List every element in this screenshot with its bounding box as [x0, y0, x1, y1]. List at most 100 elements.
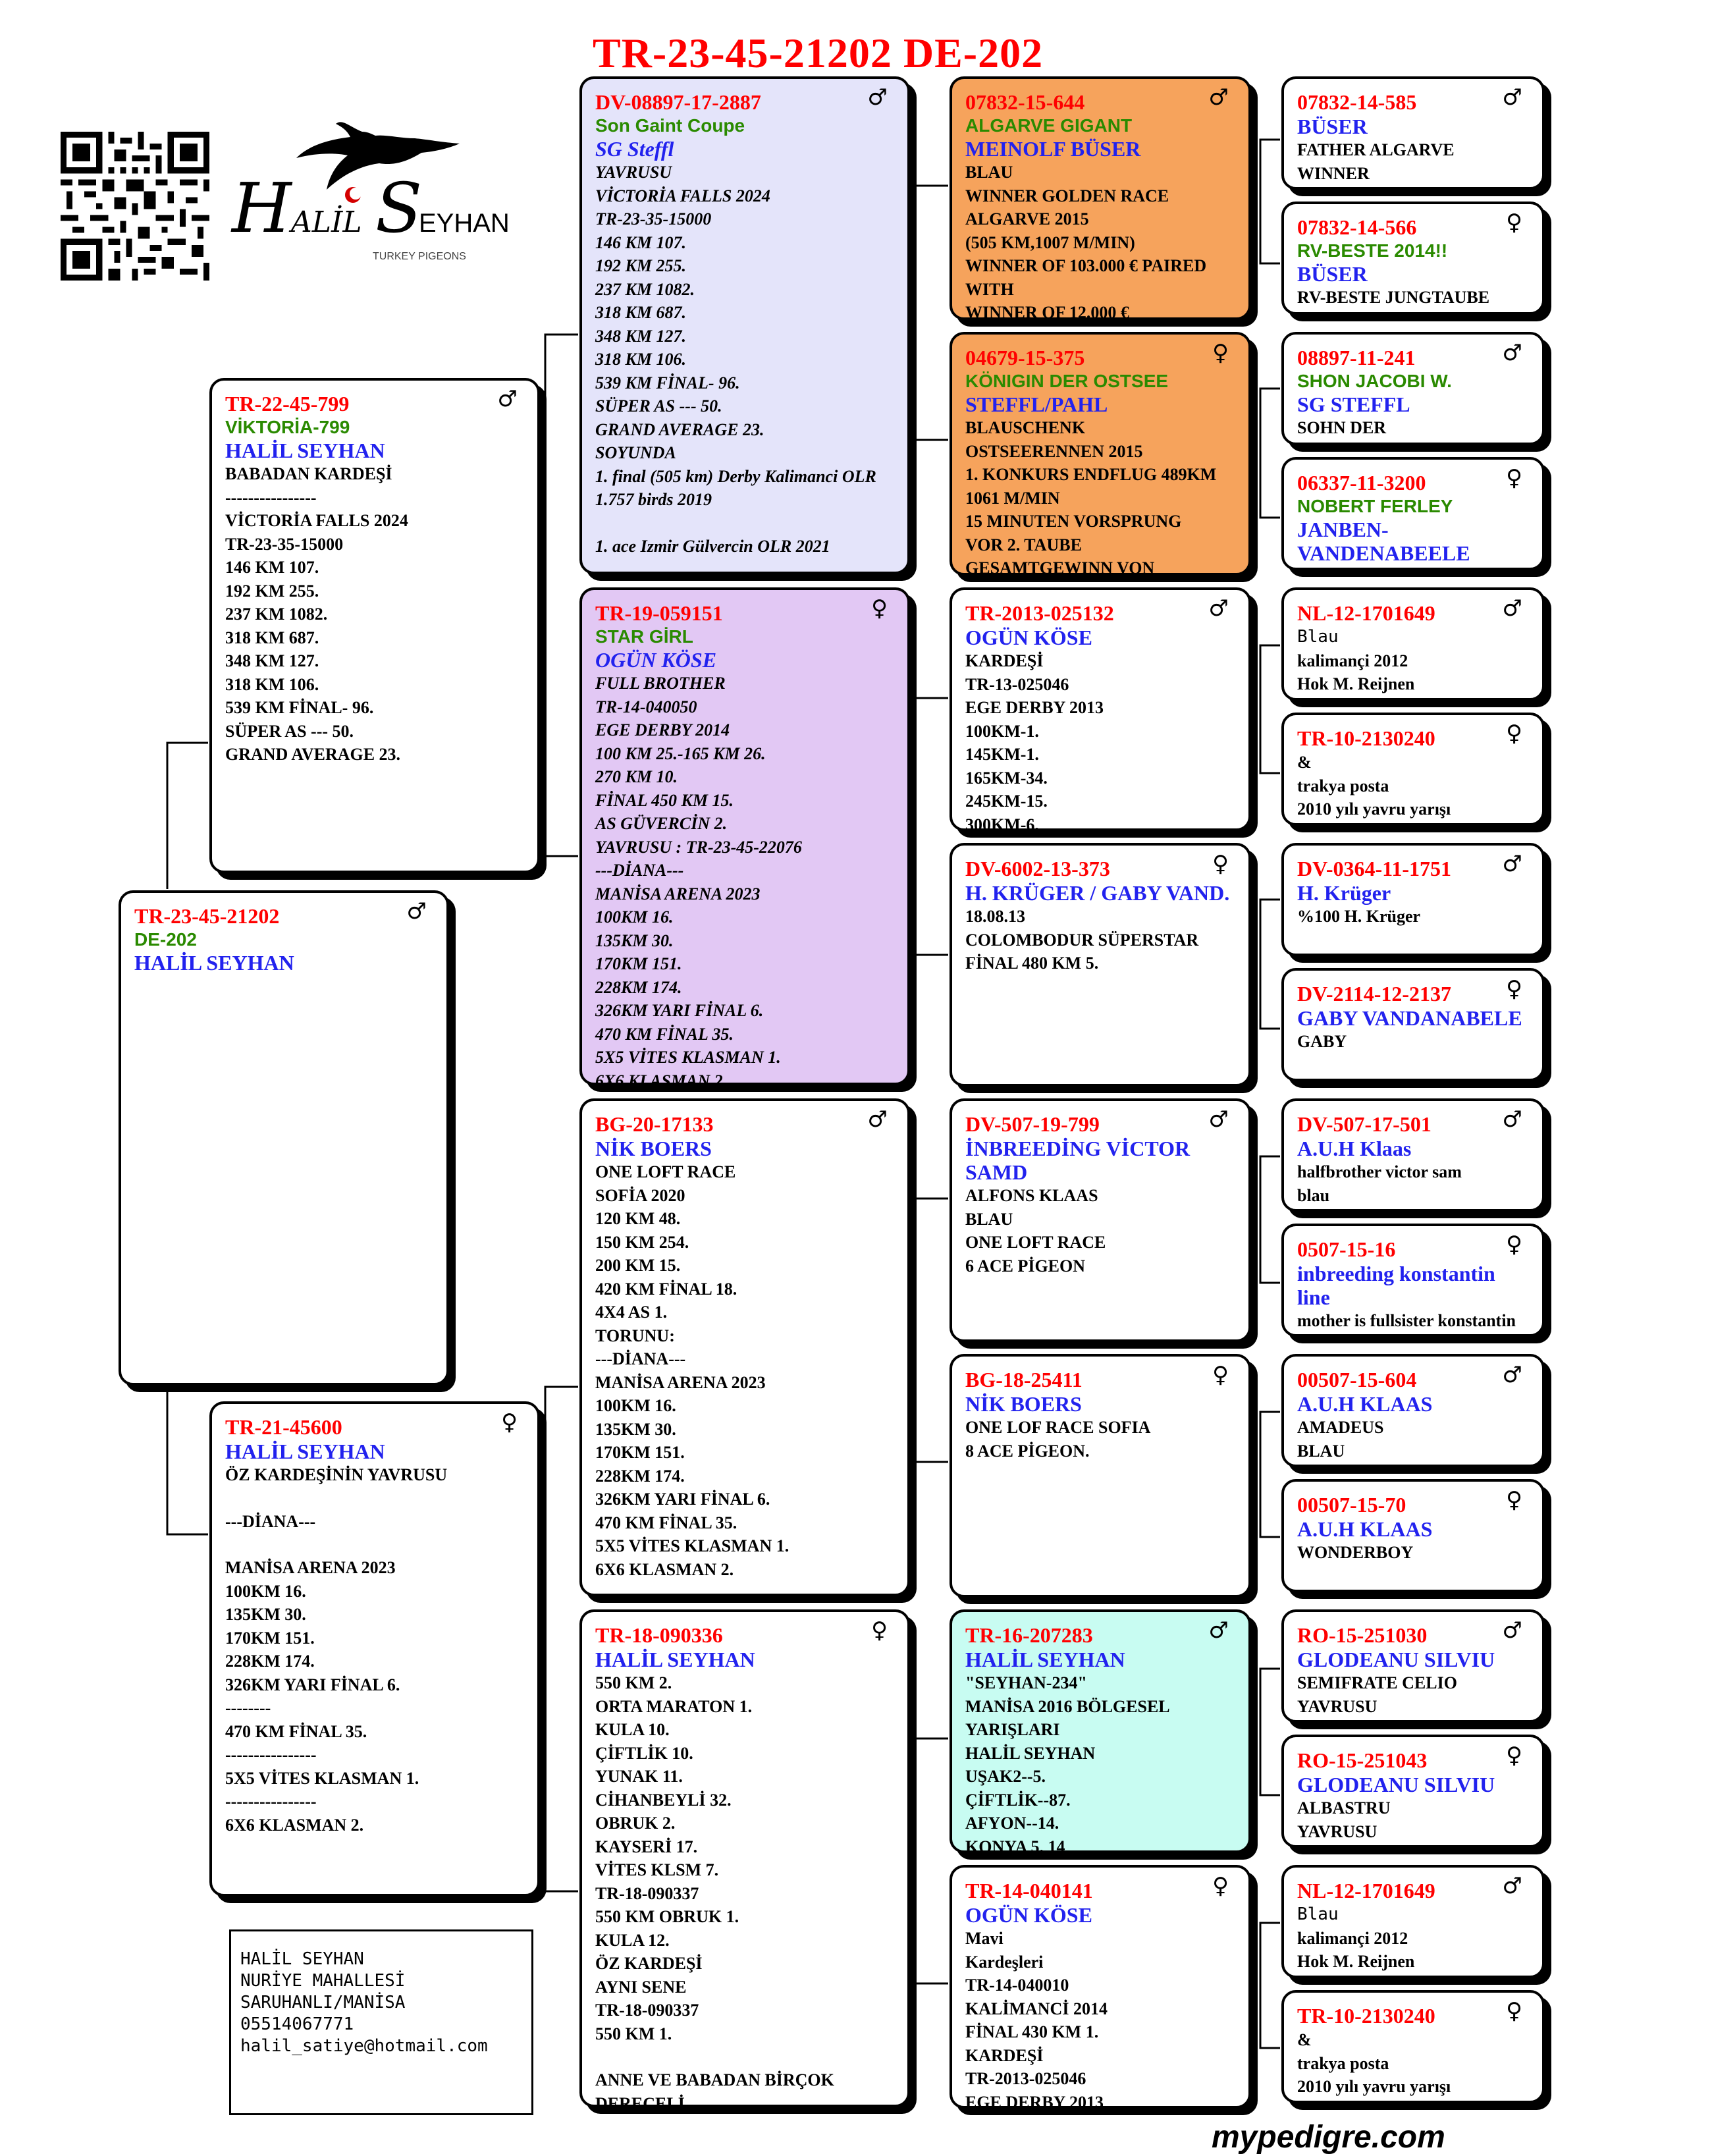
performance-line: 100KM 16. [595, 907, 674, 927]
performance-line: TR-23-35-15000 [225, 534, 344, 554]
performance-line: trakya posta [1297, 776, 1389, 795]
female-symbol-icon: ♀ [1506, 1487, 1522, 1513]
performance-line: AMADEUS [1297, 1418, 1384, 1437]
performance-line: 135KM 30. [595, 1419, 676, 1439]
performance-line: ONE LOF RACE SOFIA [965, 1418, 1151, 1437]
logo-subtitle: TURKEY PIGEONS [373, 251, 466, 262]
performance-line: 348 KM 127. [595, 326, 686, 346]
performance-line: ÇİFTLİK--87. [965, 1790, 1071, 1810]
performance-line: 550 KM OBRUK 1. [595, 1907, 739, 1926]
breeder-name: GLODEANU SILVIU [1297, 1648, 1495, 1671]
performance-line: 470 KM FİNAL 35. [595, 1513, 737, 1532]
performance-line: COLOMBODUR SÜPERSTAR [965, 930, 1199, 950]
performance-line: ALFONS KLAAS [965, 1186, 1098, 1205]
performance-line: BLAU [965, 163, 1013, 182]
breeder-name: HALİL SEYHAN [965, 1648, 1125, 1671]
female-symbol-icon: ♀ [1506, 1998, 1522, 2024]
pigeon-name: NOBERT FERLEY [1297, 496, 1453, 516]
performance-line: OSTSEERENNEN 2015 [965, 441, 1143, 461]
ring-number: DV-507-17-501 [1297, 1112, 1431, 1136]
female-symbol-icon: ♀ [1212, 1362, 1229, 1388]
performance-line: 100KM 16. [595, 1396, 676, 1415]
performance-line: TR-23-35-15000 [595, 209, 712, 229]
breeder-name: HALİL SEYHAN [134, 951, 294, 975]
performance-line: KARDEŞİ [965, 651, 1044, 670]
performance-line: kalimançi 2012 [1297, 651, 1408, 670]
performance-line: TR-14-040010 [965, 1976, 1069, 1995]
female-symbol-icon: ♀ [1506, 1742, 1522, 1769]
performance-line: 318 KM 106. [595, 350, 686, 369]
performance-line: 150 KM 254. [595, 1232, 689, 1252]
male-symbol-icon: ♂ [867, 1106, 888, 1133]
male-symbol-icon: ♂ [497, 386, 518, 412]
breeder-name: SG STEFFL [1297, 392, 1410, 416]
performance-line: 550 KM 1. [595, 2024, 672, 2043]
performance-line: 539 KM FİNAL- 96. [595, 373, 740, 392]
performance-line: 470 KM FİNAL 35. [225, 1721, 367, 1741]
performance-line: FİNAL 480 KM 5. [965, 954, 1099, 973]
ring-number: DV-6002-13-373 [965, 857, 1110, 880]
performance-line: VOR 2. TAUBE [965, 535, 1082, 554]
performance-line: TR-18-090337 [595, 2001, 699, 2020]
performance-line: OBRUK 2. [595, 1814, 676, 1833]
male-symbol-icon: ♂ [1502, 1362, 1522, 1388]
performance-line: 6 ACE PİGEON [965, 1256, 1086, 1276]
performance-line: 6X6 KLASMAN 2. [595, 1559, 734, 1579]
pigeon-name: STAR GİRL [595, 626, 693, 647]
ring-number: DV-0364-11-1751 [1297, 857, 1452, 880]
performance-line: & [1297, 2030, 1312, 2049]
performance-line: SÜPER AS --- 50. [595, 396, 722, 416]
male-symbol-icon: ♂ [1502, 1106, 1522, 1133]
performance-line: %100 H. Krüger [1297, 907, 1421, 926]
performance-line: 165KM-34. [965, 768, 1048, 788]
performance-line: 326KM YARI FİNAL 6. [595, 1001, 764, 1020]
halil-seyhan-logo: H ALİL S EYHAN TURKEY PIGEONS [230, 122, 510, 262]
ring-number: 07832-15-644 [965, 90, 1085, 114]
pigeon-name: VİKTORİA-799 [225, 417, 350, 437]
performance-line: blau [1297, 1185, 1330, 1205]
pigeon-name: KÖNIGIN DER OSTSEE [965, 371, 1169, 391]
performance-line: YAVRUSU [595, 163, 672, 182]
performance-line: BABADAN KARDEŞİ [225, 464, 392, 483]
performance-line: MANİSA ARENA 2023 [595, 1372, 766, 1392]
performance-line: 237 KM 1082. [225, 605, 328, 624]
ring-number: 00507-15-604 [1297, 1368, 1417, 1391]
pigeon-name: DE-202 [134, 929, 197, 950]
performance-line: 4X4 AS 1. [595, 1303, 668, 1322]
female-symbol-icon: ♀ [1506, 1231, 1522, 1258]
male-symbol-icon: ♂ [1502, 1873, 1522, 1899]
performance-line: SOHN DER [1297, 418, 1387, 437]
